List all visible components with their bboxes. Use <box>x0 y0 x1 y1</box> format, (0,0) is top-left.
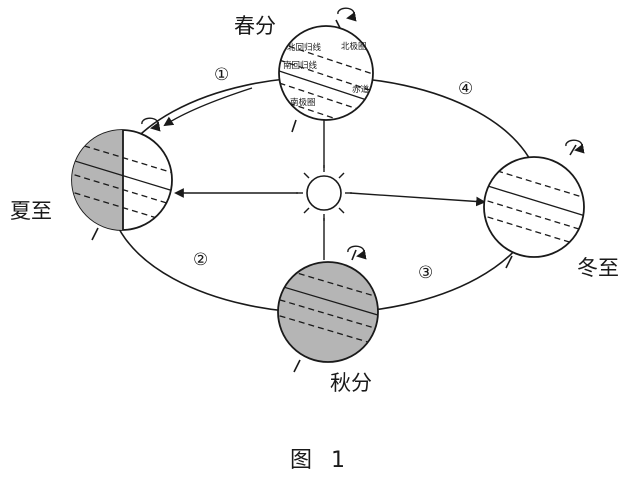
label-autumn: 秋分 <box>330 371 372 395</box>
rotation-arrow-icon <box>337 7 357 22</box>
label-summer: 夏至 <box>10 199 52 223</box>
globe-summer <box>71 117 173 241</box>
orbit-segment-2: ② <box>193 250 208 270</box>
ray-to-winter <box>349 192 486 207</box>
label-antarctic-circle: 南极圈 <box>290 97 316 108</box>
globe-spring: 北极圈 北回归线 赤道 南回归线 南极圈 <box>278 7 374 133</box>
label-spring: 春分 <box>234 14 276 38</box>
label-tropic-cancer: 北回归线 <box>287 42 322 53</box>
label-equator: 赤道 <box>352 84 370 95</box>
orbit-segment-3: ③ <box>418 263 433 283</box>
globe-winter <box>483 139 585 269</box>
label-arctic-circle: 北极圈 <box>341 41 367 52</box>
rotation-arrow-icon <box>565 139 585 154</box>
orbit-segment-1: ① <box>214 65 229 85</box>
label-tropic-capricorn: 南回归线 <box>283 60 318 71</box>
sun-icon <box>296 165 352 221</box>
orbit-segment-4: ④ <box>458 79 473 99</box>
label-winter: 冬至 <box>577 256 619 280</box>
rotation-arrow-icon <box>141 117 161 132</box>
rotation-arrow-icon <box>347 245 367 260</box>
globe-autumn <box>277 245 379 373</box>
figure-caption: 图 1 <box>290 448 351 473</box>
orbit-arrow-segment-1 <box>163 87 253 127</box>
